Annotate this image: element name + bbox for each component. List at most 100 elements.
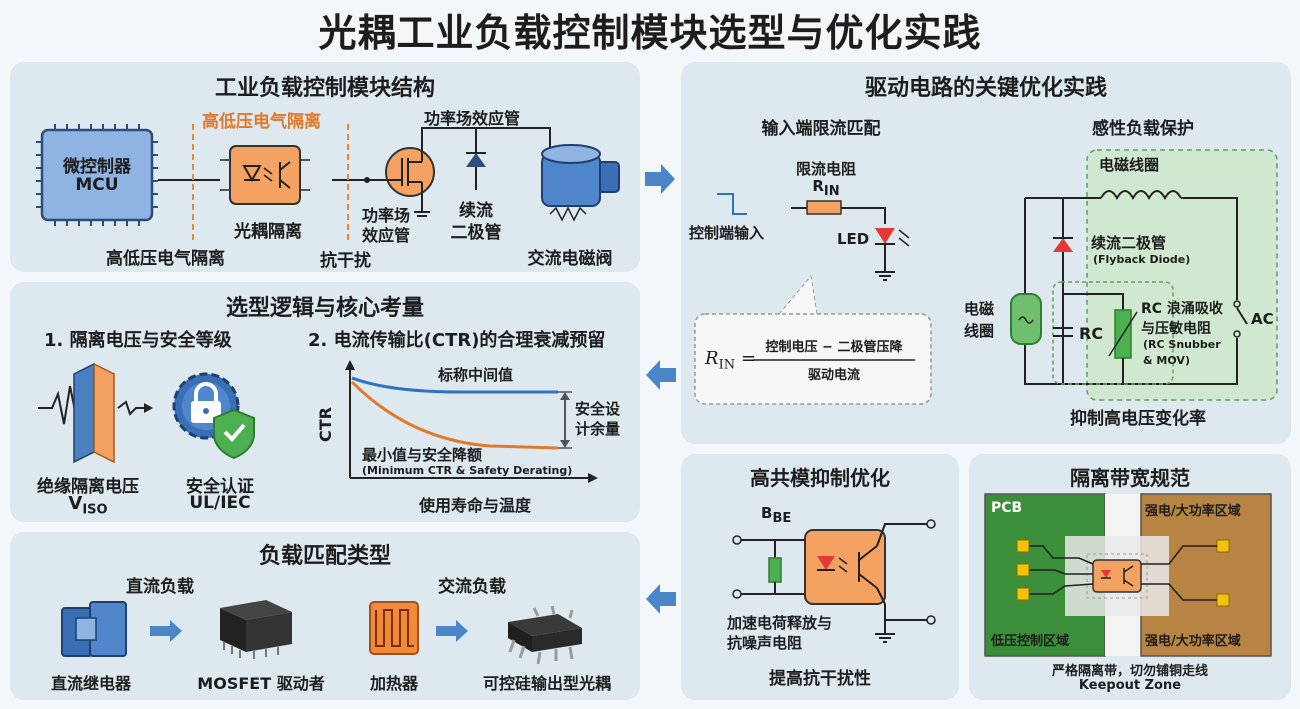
ac-switch-icon (1233, 300, 1248, 338)
insulation-barrier-icon (38, 362, 153, 464)
mcu-chip-icon (36, 124, 158, 226)
margin-label-2: 计余量 (575, 420, 621, 438)
flyback-label-cn: 续流二极管 (1091, 234, 1167, 252)
ac-label: AC (1251, 310, 1274, 328)
inductor-icon (1100, 190, 1182, 201)
flyback-diode-icon (1053, 198, 1073, 384)
cert-label-cn: 安全认证 (186, 477, 254, 497)
solenoid-valve-icon (541, 144, 620, 222)
varistor-icon (1108, 309, 1138, 359)
cert-label-en: UL/IEC (189, 493, 251, 513)
diode-label-2: 二极管 (450, 223, 502, 243)
resistor-icon (806, 200, 842, 215)
isolation-label-bottom: 高低压电气隔离 (106, 249, 225, 269)
cmr-title: 高共模抑制优化 (750, 466, 890, 490)
isoband-title: 隔离带宽规范 (1070, 466, 1190, 490)
ctr-axis-label: CTR (316, 407, 335, 442)
heater-icon (369, 601, 419, 655)
mosfet-label-1: 功率场 (361, 206, 410, 225)
anti-interference-label: 抗干扰 (320, 251, 371, 271)
formula-denominator: 驱动电流 (807, 368, 860, 383)
lv-label: 低压控制区域 (991, 634, 1070, 649)
arrow-right-icon (645, 164, 675, 194)
formula-numerator: 控制电压 − 二极管压降 (765, 340, 903, 355)
optocoupler-icon (220, 145, 310, 205)
drive-panel: 驱动电路的关键优化实践 输入端限流匹配 感性负载保护 (681, 62, 1291, 444)
selection-heading-1: 1. 隔离电压与安全等级 (44, 330, 232, 351)
structure-panel: 工业负载控制模块结构 (10, 62, 640, 272)
resistor-icon (768, 557, 782, 583)
bbe-label: BBE (761, 504, 792, 526)
led-label: LED (837, 230, 870, 248)
margin-label-1: 安全设 (575, 400, 621, 418)
mcu-label-cn: 微控制器 (63, 157, 131, 177)
ctr-min-label-en: (Minimum CTR & Safety Derating) (362, 464, 573, 477)
hv-bottom-label: 强电/大功率区域 (1145, 634, 1241, 649)
isolation-label-top: 高低压电气隔离 (202, 112, 321, 132)
x-axis-label: 使用寿命与温度 (418, 496, 531, 515)
selection-title: 选型逻辑与核心考量 (225, 296, 424, 321)
arrow-icon-2 (436, 620, 468, 642)
keepout-note-cn: 严格隔离带，切勿铺铜走线 (1051, 664, 1208, 679)
rc-desc-1: RC 浪涌吸收 (1141, 301, 1223, 317)
viso-label-cn: 绝缘隔离电压 (37, 477, 139, 497)
pcb-label: PCB (991, 500, 1023, 516)
page-title: 光耦工业负载控制模块选型与优化实践 (318, 11, 982, 55)
dc-relay-label: 直流继电器 (50, 674, 131, 693)
rc-desc-3: (RC Snubber (1143, 338, 1221, 351)
structure-diagram (36, 124, 620, 242)
viso-label-symbol: VISO (68, 493, 108, 518)
keepout-note-en: Keepout Zone (1078, 678, 1182, 693)
mosfet-label-2: 效应管 (361, 226, 410, 245)
cmr-panel: 高共模抑制优化 BBE 加速电荷释放与 抗噪声电阻 提高抗干扰性 (681, 454, 959, 700)
optocoupler-icon (804, 529, 886, 605)
input-title: 输入端限流匹配 (761, 119, 881, 139)
load-diagram (61, 600, 582, 665)
mosfet-top-label: 功率场效应管 (424, 109, 521, 128)
mosfet-driver-label: MOSFET 驱动者 (197, 674, 325, 693)
coil-left-label-1: 电磁 (963, 300, 994, 318)
dc-relay-icon (61, 601, 127, 657)
coil-left-label-2: 线圈 (963, 322, 994, 340)
formula-eq: = (741, 348, 757, 369)
opto-label: 光耦隔离 (234, 222, 302, 242)
coil-top-label: 电磁线圈 (1099, 156, 1160, 174)
selection-panel: 选型逻辑与核心考量 1. 隔离电压与安全等级 2. 电流传输比(CTR)的合理衰… (10, 282, 640, 522)
ac-load-heading: 交流负载 (438, 577, 506, 597)
diode-icon (466, 128, 486, 190)
selection-heading-2: 2. 电流传输比(CTR)的合理衰减预留 (308, 330, 606, 351)
isoband-diagram (984, 493, 1272, 657)
load-panel: 负载匹配类型 直流负载 交流负载 (10, 532, 640, 700)
hv-top-label: 强电/大功率区域 (1145, 504, 1241, 519)
selection-diagram (38, 360, 598, 483)
led-icon (875, 228, 910, 247)
cmr-resistor-desc-2: 抗噪声电阻 (727, 634, 803, 652)
cmr-resistor-desc-1: 加速电荷释放与 (727, 614, 833, 632)
dc-load-heading: 直流负载 (126, 577, 194, 597)
ctr-chart (345, 360, 598, 483)
optocoupler-icon (1092, 559, 1142, 593)
rc-label: RC (1079, 324, 1104, 343)
structure-title: 工业负载控制模块结构 (214, 76, 435, 101)
arrow-left-icon-2 (646, 584, 676, 614)
mosfet-module-icon (220, 600, 292, 659)
resistor-label: 限流电阻 (795, 160, 856, 178)
formula-lhs: RIN (705, 348, 736, 373)
heater-label: 加热器 (369, 674, 418, 693)
isoband-panel: 隔离带宽规范 PCB 强电/大功率区域 低压控制区域 强电/大功率区域 严格隔离… (969, 454, 1291, 700)
capacitor-icon (1053, 327, 1073, 337)
dvdt-label: 抑制高电压变化率 (1070, 409, 1206, 429)
arrow-icon-1 (150, 620, 182, 642)
flyback-label-en: (Flyback Diode) (1093, 253, 1191, 266)
resistor-symbol: RIN (812, 177, 840, 199)
control-input-label: 控制端输入 (689, 224, 765, 242)
drive-title: 驱动电路的关键优化实践 (864, 76, 1107, 101)
ctr-nominal-label: 标称中间值 (438, 366, 514, 384)
scr-optocoupler-icon (508, 605, 582, 665)
inductive-title: 感性负载保护 (1092, 119, 1194, 139)
coil-icon (1010, 293, 1042, 345)
certification-icon (172, 372, 255, 460)
drive-diagram (694, 149, 1278, 405)
mcu-label-en: MCU (75, 175, 119, 195)
ctr-min-label-cn: 最小值与安全降额 (362, 446, 483, 464)
